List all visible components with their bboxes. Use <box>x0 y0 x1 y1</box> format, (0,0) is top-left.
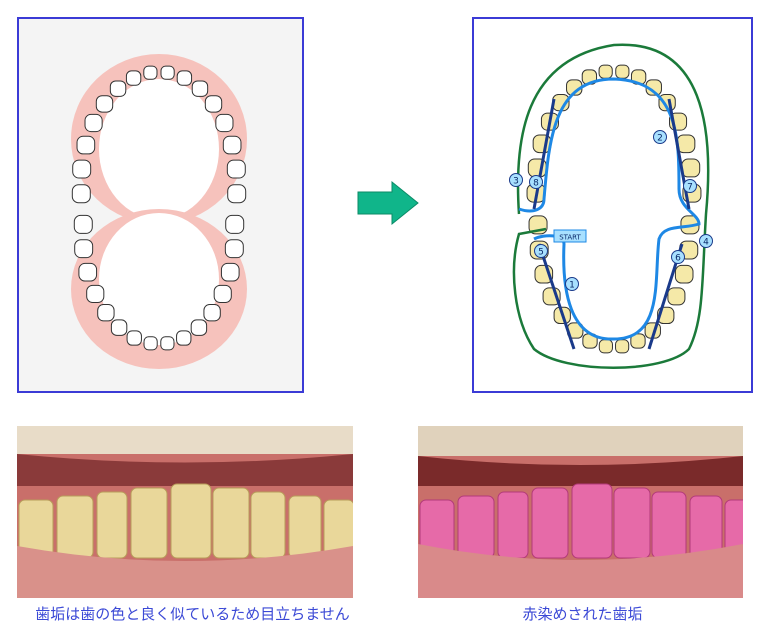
tooth <box>667 287 686 306</box>
tooth <box>225 214 245 234</box>
upper-teeth <box>71 65 247 204</box>
tooth <box>630 333 646 349</box>
upper-palate <box>99 79 219 219</box>
tooth <box>203 303 221 322</box>
tooth <box>143 65 158 80</box>
tooth <box>97 303 115 322</box>
step-marker-1 <box>565 277 579 291</box>
start-label: START <box>559 234 581 242</box>
step-marker-7 <box>683 179 697 193</box>
stroke-upper-left <box>532 98 556 210</box>
tooth <box>204 95 223 113</box>
caption-stained-plaque: 赤染めされた歯垢 <box>522 605 643 623</box>
tooth <box>143 336 158 351</box>
step-number-6: 6 <box>675 254 681 264</box>
tooth <box>78 262 98 282</box>
step-number-1: 1 <box>569 281 575 291</box>
tooth <box>615 339 630 354</box>
tooth <box>176 330 192 346</box>
lower-floor <box>99 213 219 345</box>
tooth <box>681 158 701 178</box>
tooth <box>674 264 694 284</box>
tooth <box>71 184 91 204</box>
tooth <box>250 491 286 559</box>
step-marker-8 <box>529 175 543 189</box>
tooth <box>191 80 209 97</box>
tooth <box>215 113 234 133</box>
tooth <box>226 159 246 179</box>
tooth <box>220 262 240 282</box>
tooth <box>76 135 96 155</box>
dental-arch-illustration <box>71 54 247 369</box>
tooth <box>95 95 114 113</box>
tooth <box>84 113 103 133</box>
outer-route-line <box>512 43 710 369</box>
tooth <box>170 483 212 559</box>
tooth <box>598 64 613 79</box>
tooth <box>224 239 244 259</box>
teeth-photo-plaque-stained <box>418 426 743 598</box>
tooth <box>130 487 168 559</box>
tooth <box>160 336 175 351</box>
tooth <box>227 184 247 204</box>
teeth-photo-unstained <box>17 426 353 598</box>
brushing-route-illustration: START 1 2 3 4 5 6 7 8 <box>509 43 713 369</box>
step-marker-6 <box>671 250 685 264</box>
tooth <box>125 70 142 86</box>
tooth <box>213 284 232 303</box>
tooth <box>109 80 127 97</box>
brushing-route-diagram: START 1 2 3 4 5 6 7 8 <box>472 17 753 393</box>
tooth <box>222 135 242 155</box>
start-label-box <box>553 229 587 243</box>
step-number-8: 8 <box>533 179 539 189</box>
tooth <box>73 214 93 234</box>
tooth <box>288 495 322 559</box>
tooth <box>598 339 613 354</box>
teeth-photo-plaque-unstained <box>17 426 353 598</box>
step-marker-5 <box>534 244 548 258</box>
tooth <box>56 495 94 559</box>
step-marker-4 <box>699 234 713 248</box>
step-number-2: 2 <box>657 134 663 144</box>
step-number-3: 3 <box>513 177 519 187</box>
tooth <box>212 487 250 559</box>
inner-route-line <box>518 77 701 341</box>
step-number-5: 5 <box>538 248 544 258</box>
right-arrow-icon <box>357 180 419 226</box>
step-marker-2 <box>653 130 667 144</box>
tooth <box>531 487 569 559</box>
tooth <box>110 319 128 336</box>
tooth <box>457 495 495 559</box>
caption-unstained-plaque: 歯垢は歯の色と良く似ているため目立ちません <box>35 605 350 623</box>
tooth <box>613 487 651 559</box>
step-markers: 1 2 3 4 5 6 7 8 <box>509 130 713 291</box>
tooth <box>176 70 193 86</box>
step-number-7: 7 <box>687 183 693 193</box>
tooth <box>160 65 175 80</box>
tooth <box>74 239 94 259</box>
tooth <box>126 330 142 346</box>
tooth <box>86 284 105 303</box>
dental-arch-diagram <box>17 17 304 393</box>
tooth <box>676 134 696 154</box>
tooth <box>651 491 687 559</box>
lower-teeth <box>73 214 245 351</box>
teeth-photo-stained <box>418 426 743 598</box>
tooth <box>571 483 613 559</box>
tooth <box>497 491 529 559</box>
step-marker-3 <box>509 173 523 187</box>
tooth <box>72 159 92 179</box>
step-number-4: 4 <box>703 238 709 248</box>
tooth <box>190 319 208 336</box>
tooth <box>96 491 128 559</box>
tooth <box>615 64 630 79</box>
stroke-lower-left <box>537 243 576 350</box>
